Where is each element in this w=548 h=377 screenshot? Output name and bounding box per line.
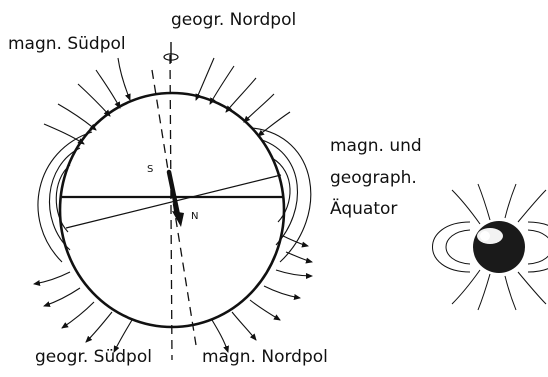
- label-magnetic-north-pole: magn. Nordpol: [202, 349, 328, 366]
- rotation-icon: [164, 42, 178, 63]
- label-magnetic-south-pole: magn. Südpol: [8, 36, 126, 53]
- label-equator-line-2: geograph.: [330, 170, 417, 187]
- needle-north-label: N: [191, 212, 198, 222]
- label-equator-line-1: magn. und: [330, 138, 422, 155]
- needle-south-label: S: [147, 165, 153, 175]
- field-arrows-bottom: [34, 270, 312, 352]
- label-geographic-north-pole: geogr. Nordpol: [171, 12, 296, 29]
- label-geographic-south-pole: geogr. Südpol: [35, 349, 152, 366]
- magnetic-axis: [152, 70, 196, 345]
- geographic-axis: [170, 55, 172, 360]
- field-lines-right: [252, 128, 311, 262]
- inset-dipole-diagram: [433, 184, 548, 310]
- label-equator-line-3: Äquator: [330, 201, 397, 218]
